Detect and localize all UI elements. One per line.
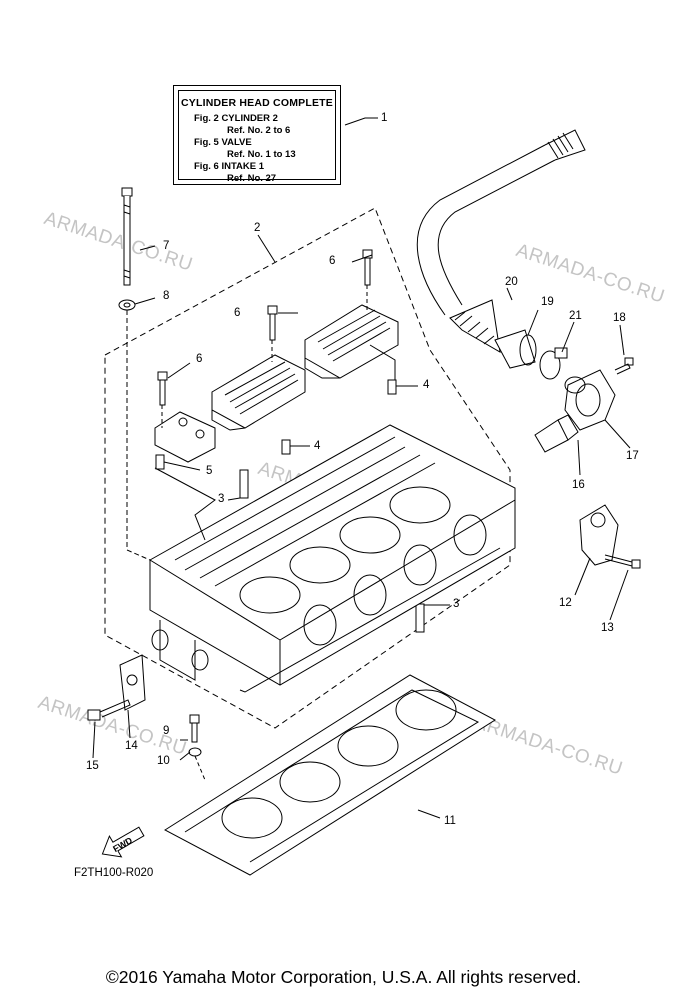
legend-line: Fig. 6 INTAKE 1 bbox=[194, 161, 265, 172]
camshaft-cap bbox=[211, 354, 306, 431]
callout-6: 6 bbox=[234, 307, 241, 319]
callout-11: 11 bbox=[444, 815, 456, 827]
legend-line: Fig. 2 CYLINDER 2 bbox=[194, 113, 278, 124]
callout-21: 21 bbox=[569, 310, 582, 322]
callout-19: 19 bbox=[541, 296, 554, 308]
cap-bolt bbox=[157, 371, 168, 428]
callout-4: 4 bbox=[314, 440, 321, 452]
cylinder-head bbox=[149, 424, 516, 693]
cap-bolt bbox=[267, 305, 278, 362]
cap-bolt bbox=[362, 249, 373, 310]
callout-14: 14 bbox=[125, 740, 138, 752]
legend-line: Ref. No. 2 to 6 bbox=[227, 125, 291, 136]
head-gasket bbox=[164, 674, 496, 876]
dowel-pin bbox=[281, 439, 291, 455]
valve-guide bbox=[415, 603, 425, 633]
callout-2: 2 bbox=[254, 222, 261, 234]
callout-13: 13 bbox=[601, 622, 614, 634]
callout-18: 18 bbox=[613, 312, 626, 324]
callout-3: 3 bbox=[218, 493, 225, 505]
callout-6: 6 bbox=[196, 353, 203, 365]
dowel-pin bbox=[155, 454, 165, 470]
callout-12: 12 bbox=[559, 597, 572, 609]
reference-legend-box: CYLINDER HEAD COMPLETE Fig. 2 CYLINDER 2… bbox=[173, 85, 341, 185]
callout-10: 10 bbox=[157, 755, 170, 767]
callout-8: 8 bbox=[163, 290, 170, 302]
callout-17: 17 bbox=[626, 450, 639, 462]
callout-7: 7 bbox=[163, 240, 170, 252]
callout-4: 4 bbox=[423, 379, 430, 391]
callout-6: 6 bbox=[329, 255, 336, 267]
cover-plate bbox=[579, 504, 619, 566]
dowel-pin bbox=[387, 379, 397, 395]
callout-9: 9 bbox=[163, 725, 170, 737]
callout-1: 1 bbox=[381, 112, 388, 124]
head-bolt bbox=[121, 187, 133, 286]
bracket bbox=[119, 654, 146, 711]
camshaft-cap bbox=[304, 304, 399, 379]
camshaft-cap bbox=[154, 411, 216, 463]
legend-line: Fig. 5 VALVE bbox=[194, 137, 252, 148]
fwd-arrow-icon bbox=[101, 826, 145, 858]
callout-20: 20 bbox=[505, 276, 518, 288]
bolt bbox=[189, 714, 200, 743]
callout-3: 3 bbox=[453, 598, 460, 610]
bracket-bolt bbox=[87, 699, 131, 721]
thermo-housing bbox=[564, 369, 616, 431]
housing-bolt bbox=[614, 357, 634, 375]
legend-line: Ref. No. 27 bbox=[227, 173, 277, 184]
plate-bolt bbox=[604, 554, 641, 569]
legend-line: Ref. No. 1 to 13 bbox=[227, 149, 296, 160]
washer bbox=[118, 299, 136, 311]
breather-hose bbox=[416, 129, 586, 369]
diagram-code: F2TH100-R020 bbox=[74, 867, 154, 879]
copyright-text: ©2016 Yamaha Motor Corporation, U.S.A. A… bbox=[105, 967, 582, 987]
valve-guide bbox=[239, 469, 249, 499]
legend-title: CYLINDER HEAD COMPLETE bbox=[181, 97, 333, 109]
callout-15: 15 bbox=[86, 760, 99, 772]
callout-16: 16 bbox=[572, 479, 585, 491]
callout-5: 5 bbox=[206, 465, 213, 477]
washer bbox=[188, 747, 202, 757]
temperature-sensor bbox=[534, 414, 579, 453]
